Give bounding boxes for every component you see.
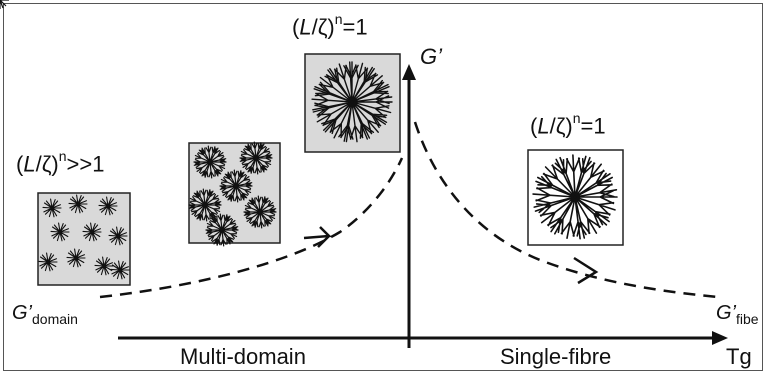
spherulite bbox=[193, 145, 227, 179]
spherulite bbox=[311, 61, 393, 143]
g-domain-label: G’domain bbox=[12, 302, 78, 327]
spherulite bbox=[239, 141, 273, 175]
spherulite bbox=[66, 248, 86, 268]
curve-left-arrow bbox=[303, 226, 332, 248]
spherulite bbox=[188, 188, 222, 222]
tile-many-domains bbox=[0, 0, 131, 286]
y-axis-label: G’ bbox=[420, 44, 442, 69]
curve-multi-domain bbox=[99, 157, 404, 299]
spherulite bbox=[98, 196, 118, 216]
spherulite bbox=[108, 226, 128, 246]
equation-single-fibre: (L/ζ)n=1 bbox=[530, 110, 606, 139]
spherulite bbox=[110, 260, 130, 280]
single-fibre-label: Single-fibre bbox=[500, 344, 612, 369]
equation-many-domains: (L/ζ)n>>1 bbox=[16, 148, 105, 177]
spherulite bbox=[94, 256, 114, 276]
x-axis-arrowhead bbox=[712, 331, 728, 345]
equation-single-top: (L/ζ)n=1 bbox=[292, 11, 368, 40]
x-axis-label: Tg bbox=[726, 344, 752, 369]
spherulite bbox=[532, 154, 618, 240]
spherulite bbox=[205, 213, 239, 247]
spherulite bbox=[50, 222, 70, 242]
spherulite bbox=[38, 252, 58, 272]
curve-single-fibre bbox=[413, 121, 719, 299]
g-fibre-label: G’fibe bbox=[716, 302, 759, 327]
curve-right-arrow bbox=[573, 256, 599, 285]
spherulite bbox=[243, 195, 277, 229]
multi-domain-label: Multi-domain bbox=[180, 344, 306, 369]
spherulite-marks bbox=[38, 61, 618, 280]
spherulite bbox=[68, 194, 88, 214]
spherulite bbox=[82, 222, 102, 242]
y-axis-arrowhead bbox=[402, 64, 416, 80]
spherulite bbox=[219, 169, 253, 203]
spherulite bbox=[42, 198, 62, 218]
